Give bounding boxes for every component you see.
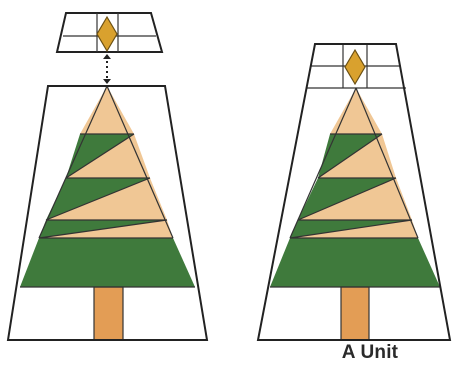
tree-upper-tan [66, 134, 150, 178]
tree-top-tan [80, 86, 134, 134]
exploded-tree-block [6, 12, 209, 341]
assembled-tree-top-tan [330, 88, 382, 134]
join-arrow [103, 54, 111, 84]
assembled-tree-upper-tan [318, 134, 396, 178]
tree-trunk [93, 286, 124, 341]
assembled-tree-trunk [340, 286, 370, 341]
star-unit [55, 12, 164, 53]
tree-unit-outline [6, 85, 209, 341]
assembled-tree-bottom-band [270, 238, 440, 287]
figure-caption: A Unit [341, 342, 399, 363]
assembled-tree-seams [270, 87, 440, 288]
assembled-tree-middle-tan [298, 178, 412, 220]
assembled-outline [256, 43, 452, 341]
tree-seams [20, 85, 195, 288]
tree-bottom-band [20, 238, 195, 287]
star-diamond-shape [96, 15, 118, 53]
tree-middle-tan [46, 178, 167, 220]
assembled-star-diamond-shape [344, 48, 366, 86]
assembled-tree-block [256, 43, 452, 341]
